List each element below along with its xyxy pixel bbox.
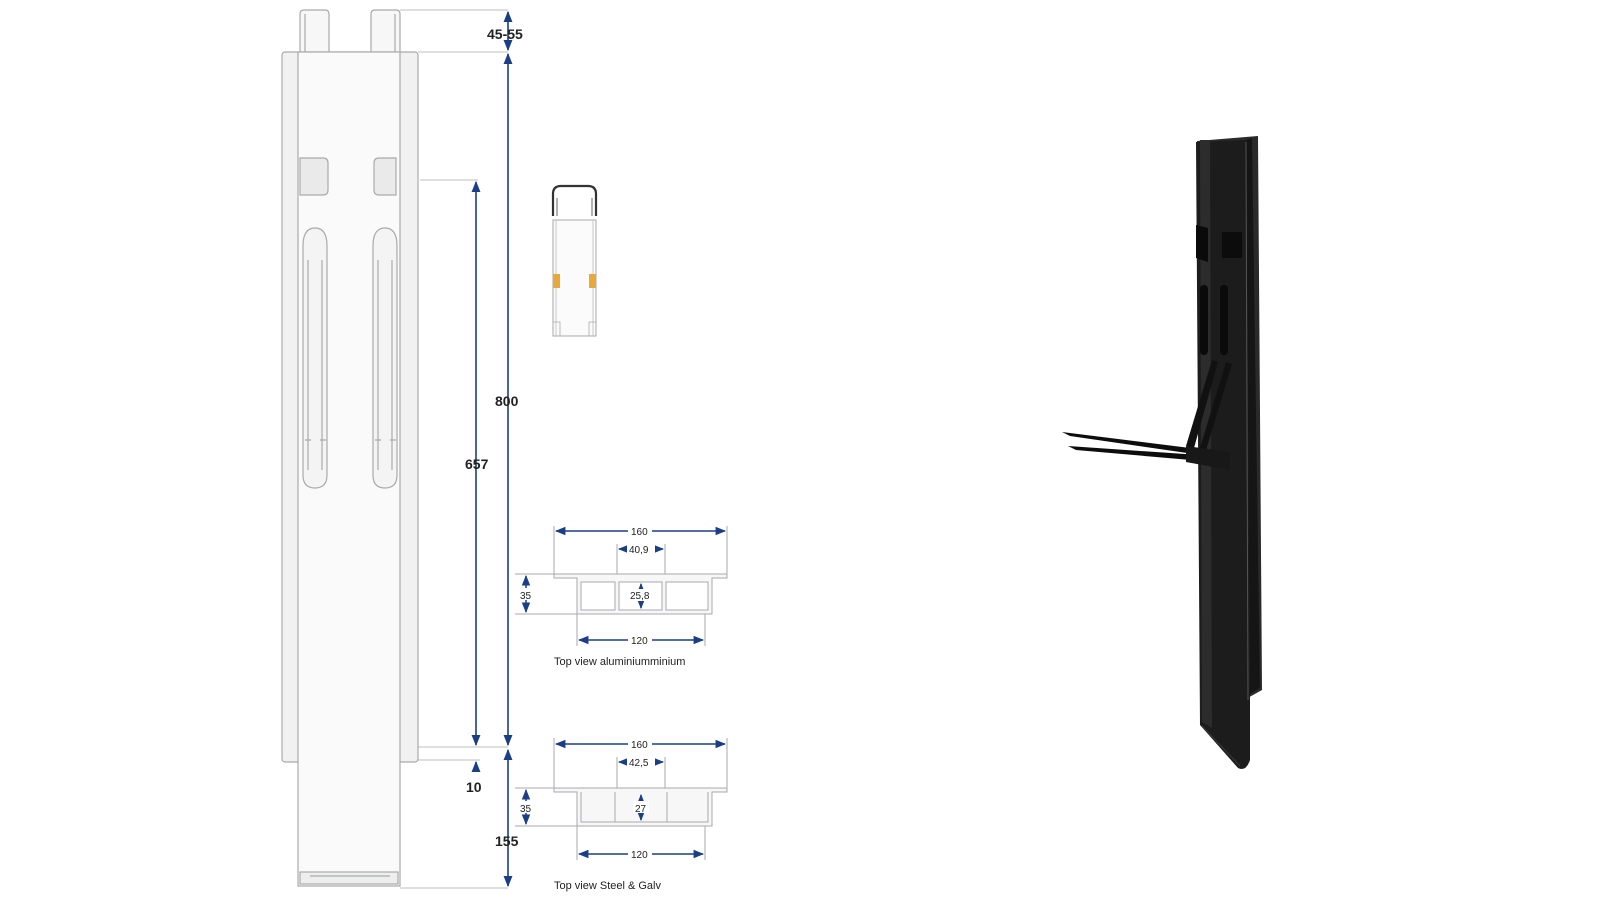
alu-width-label: 160 xyxy=(631,527,648,538)
dim-label-45-55: 45-55 xyxy=(487,26,523,42)
steel-caption: Top view Steel & Galv xyxy=(554,880,661,892)
alu-height-label: 35 xyxy=(520,591,532,602)
steel-inner-label: 42,5 xyxy=(629,758,649,769)
extension-lines xyxy=(400,9,508,889)
dim-label-155: 155 xyxy=(495,833,519,849)
alu-inner-label: 40,9 xyxy=(629,545,649,556)
dim-label-800: 800 xyxy=(495,393,519,409)
steel-bottom-label: 120 xyxy=(631,850,648,861)
steel-height-label: 35 xyxy=(520,804,532,815)
long-slot-right xyxy=(372,227,398,489)
front-view xyxy=(281,9,419,887)
top-lug-left xyxy=(299,9,330,52)
upper-slot-right xyxy=(373,157,397,196)
upper-slot-left xyxy=(299,157,329,196)
dim-label-10: 10 xyxy=(466,779,482,795)
product-photo-icon xyxy=(1062,136,1262,769)
section-aluminium: 160 40,9 35 25,8 120 Top view aluminiumm… xyxy=(515,525,728,668)
top-lug-right xyxy=(370,9,401,52)
alu-bottom-label: 120 xyxy=(631,636,648,647)
dim-label-657: 657 xyxy=(465,456,489,472)
steel-width-label: 160 xyxy=(631,740,648,751)
front-profile-cap-icon xyxy=(551,184,598,337)
steel-gap-label: 27 xyxy=(635,804,647,815)
bottom-foot xyxy=(299,871,399,885)
long-slot-left xyxy=(302,227,328,489)
section-steel: 160 42,5 35 27 120 Top view Steel & Galv xyxy=(515,738,728,892)
alu-caption: Top view aluminiumminium xyxy=(554,656,685,668)
front-dimensions xyxy=(471,10,513,888)
alu-gap-label: 25,8 xyxy=(630,591,650,602)
